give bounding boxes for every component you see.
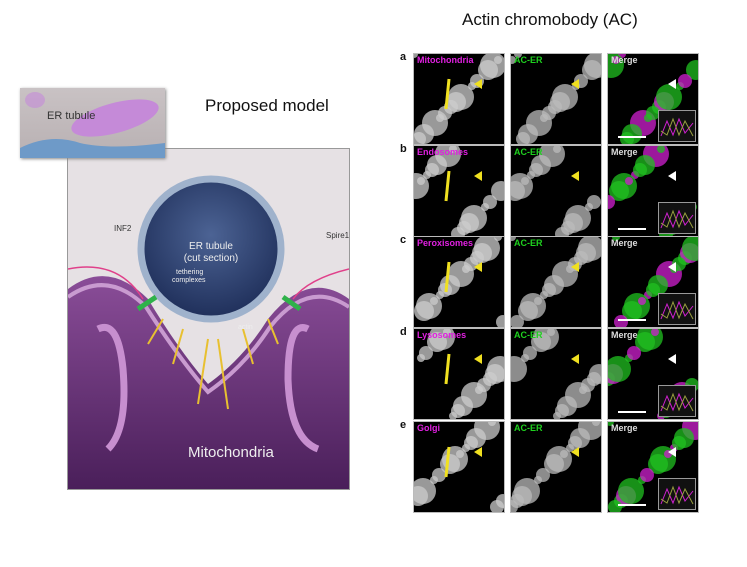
- inf2-label: INF2: [114, 224, 132, 233]
- row-letter-a: a: [400, 51, 407, 63]
- ac-channel-label: AC-ER: [514, 238, 543, 248]
- panel-c-organelle: Peroxisomes: [413, 236, 505, 328]
- inset-er-tubule-label: ER tubule: [47, 110, 96, 122]
- panel-b-organelle: Endosomes: [413, 145, 505, 237]
- panel-b-merge: Merge: [607, 145, 699, 237]
- panel-a-organelle: Mitochondria: [413, 53, 505, 145]
- scale-bar: [618, 319, 646, 321]
- row-letter-b: b: [400, 143, 407, 155]
- inset-illustration: [20, 92, 165, 158]
- er-tubule-inset: ER tubule: [20, 88, 165, 158]
- organelle-channel-label: Endosomes: [417, 147, 469, 157]
- panel-d-ac: AC-ER: [510, 328, 602, 420]
- er-cut-section-label: (cut section): [183, 253, 239, 264]
- merge-channel-label: Merge: [611, 147, 638, 157]
- scale-bar: [618, 228, 646, 230]
- actin-label: actin: [238, 324, 253, 331]
- line-profile-plot: [658, 202, 696, 234]
- panel-e-merge: Merge: [607, 421, 699, 513]
- proposed-model-heading: Proposed model: [205, 96, 329, 115]
- scale-bar: [618, 136, 646, 138]
- organelle-channel-label: Golgi: [417, 423, 440, 433]
- er-tubule-label: ER tubule: [189, 241, 233, 252]
- row-letter-e: e: [400, 419, 407, 431]
- panel-c-ac: AC-ER: [510, 236, 602, 328]
- line-profile-plot: [658, 110, 696, 142]
- model-illustration: [68, 175, 349, 489]
- organelle-channel-label: Mitochondria: [417, 55, 474, 65]
- panel-e-ac: AC-ER: [510, 421, 602, 513]
- organelle-channel-label: Lysosomes: [417, 330, 467, 340]
- organelle-channel-label: Peroxisomes: [417, 238, 474, 248]
- ac-channel-label: AC-ER: [514, 147, 543, 157]
- line-profile-plot: [658, 293, 696, 325]
- merge-channel-label: Merge: [611, 55, 638, 65]
- merge-channel-label: Merge: [611, 330, 638, 340]
- merge-channel-label: Merge: [611, 423, 638, 433]
- panel-c-merge: Merge: [607, 236, 699, 328]
- ac-channel-label: AC-ER: [514, 423, 543, 433]
- ac-channel-label: AC-ER: [514, 330, 543, 340]
- row-letter-c: c: [400, 234, 407, 246]
- line-profile-plot: [658, 385, 696, 417]
- panel-a-ac: AC-ER: [510, 53, 602, 145]
- scale-bar: [618, 411, 646, 413]
- scale-bar: [618, 504, 646, 506]
- panel-b-ac: AC-ER: [510, 145, 602, 237]
- panel-e-organelle: Golgi: [413, 421, 505, 513]
- panel-a-merge: Merge: [607, 53, 699, 145]
- tethering-label: tethering: [176, 269, 204, 276]
- panel-d-organelle: Lysosomes: [413, 328, 505, 420]
- merge-channel-label: Merge: [611, 238, 638, 248]
- line-profile-plot: [658, 478, 696, 510]
- complexes-label: complexes: [172, 277, 206, 284]
- model-diagram: ER tubule (cut section) INF2 Spire1C tet…: [67, 148, 350, 490]
- spire1c-label: Spire1C: [326, 231, 350, 240]
- ac-channel-label: AC-ER: [514, 55, 543, 65]
- row-letter-d: d: [400, 326, 407, 338]
- mitochondria-label: Mitochondria: [188, 444, 274, 461]
- actin-chromobody-heading: Actin chromobody (AC): [462, 10, 638, 29]
- panel-d-merge: Merge: [607, 328, 699, 420]
